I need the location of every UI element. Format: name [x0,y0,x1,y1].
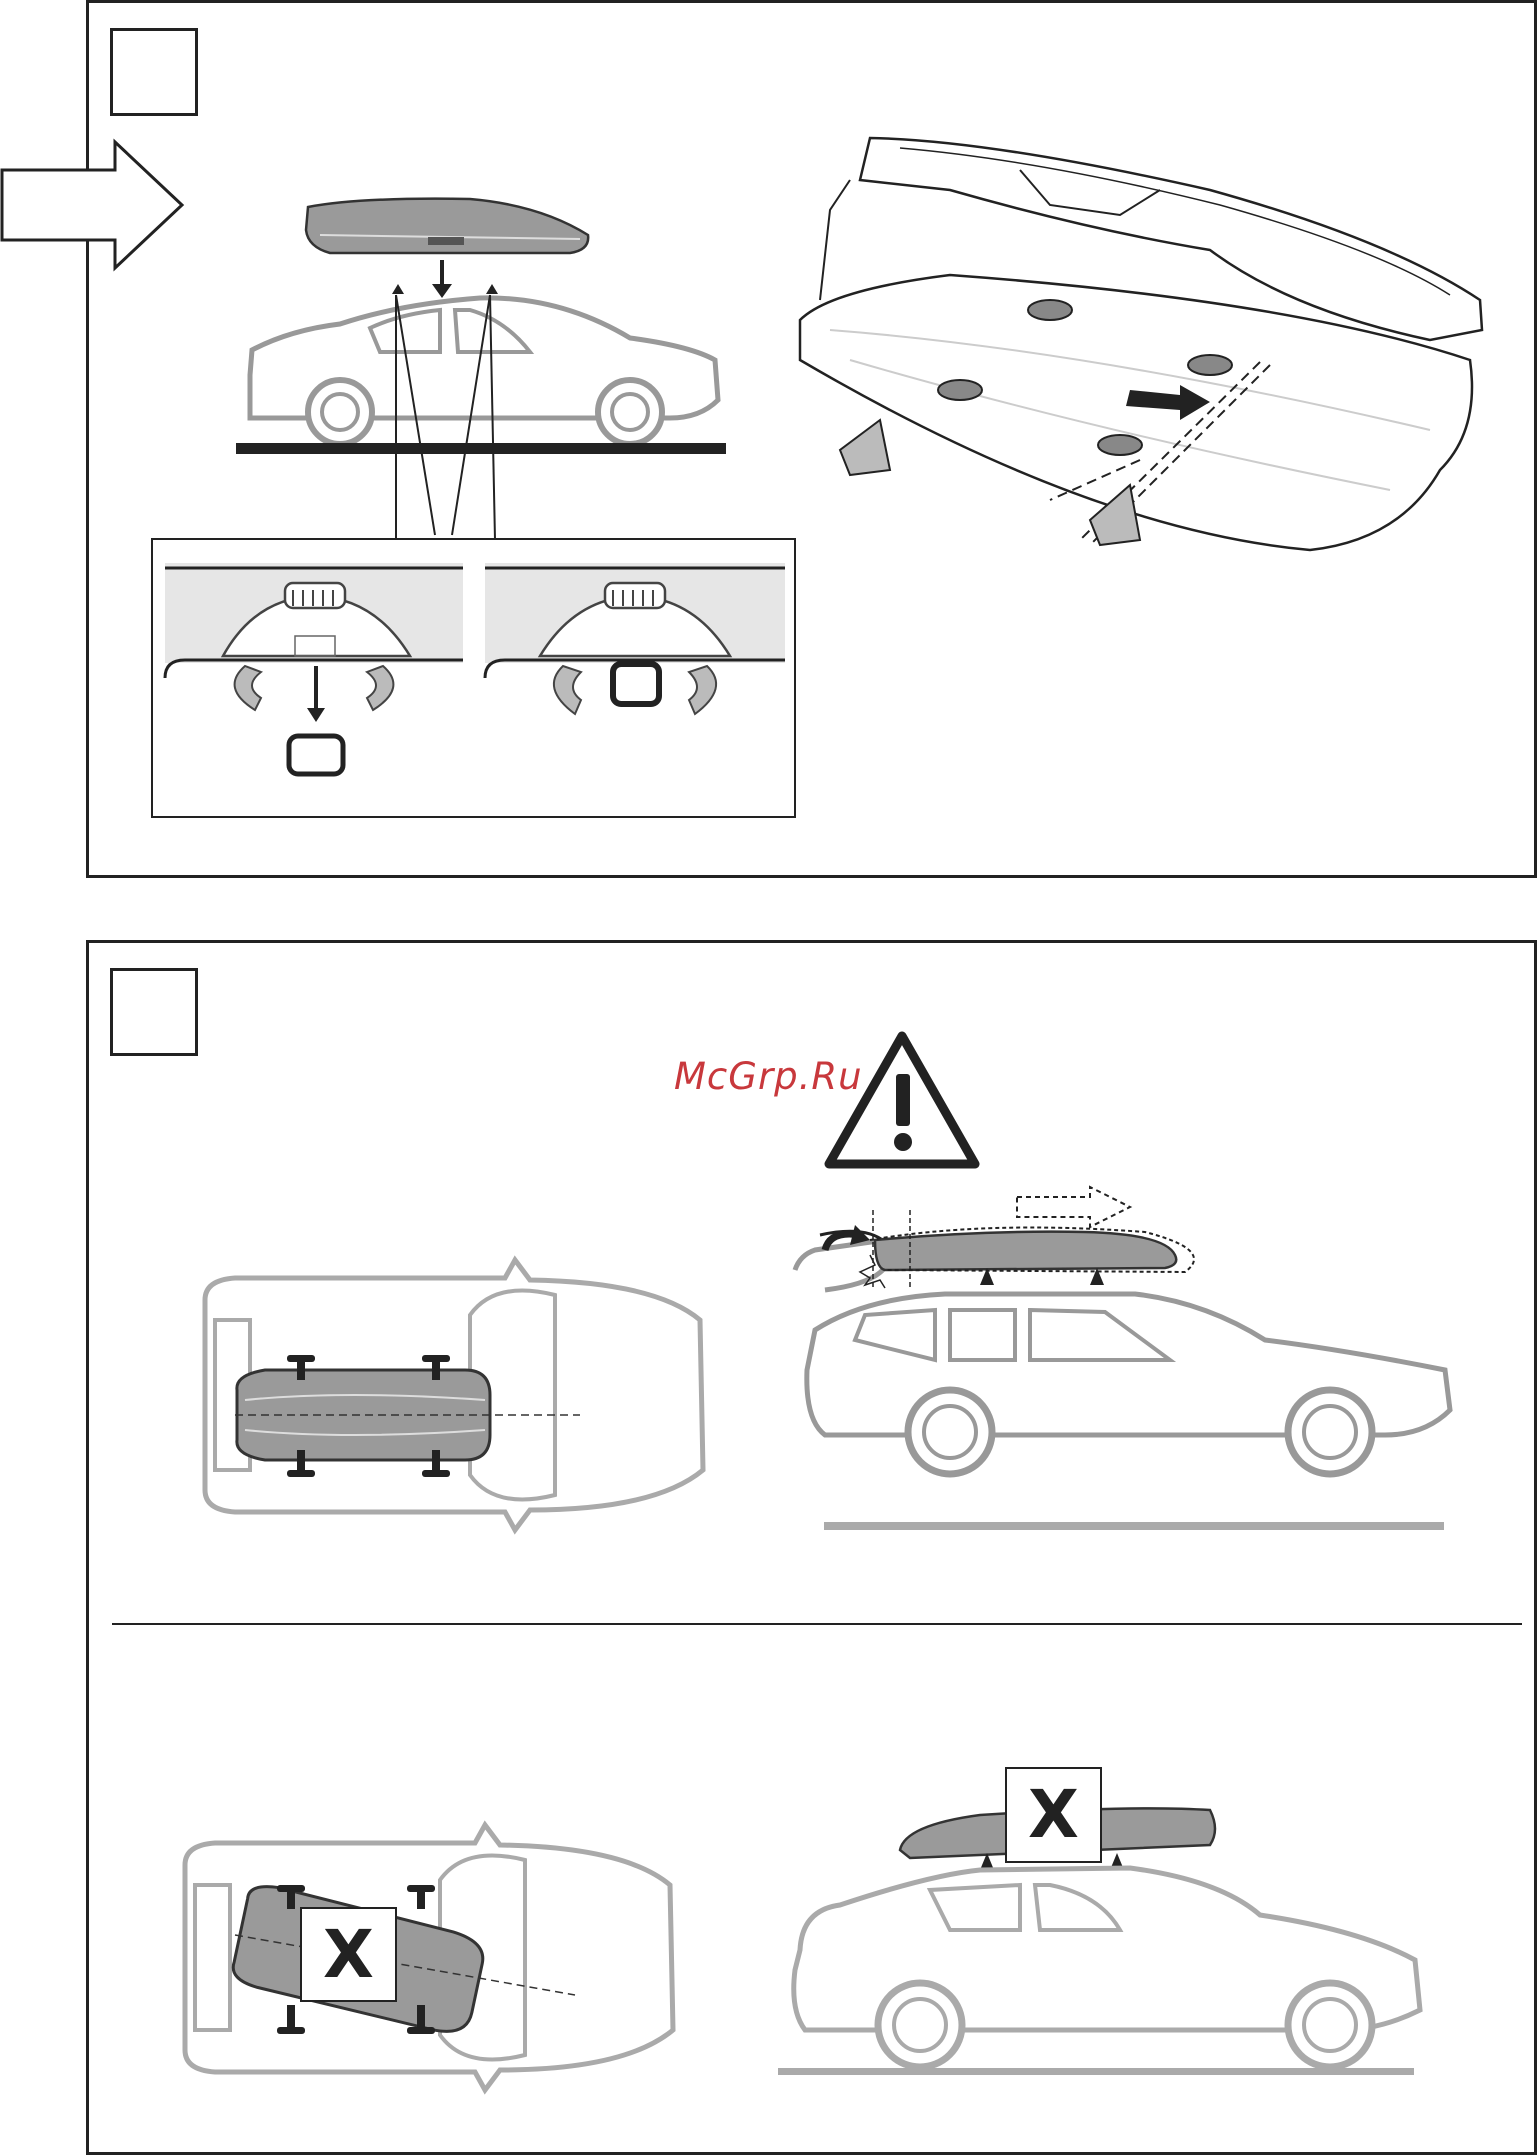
step-number-box-1 [110,28,198,116]
open-roof-box-icon [790,130,1490,560]
cross-icon: X [323,1922,374,1988]
callout-lines [390,295,510,540]
arrow-right-icon [0,140,190,270]
clamp-knob-closed-icon [485,548,785,788]
section-divider [112,1623,1522,1625]
clamp-knob-icon [165,548,465,788]
ground-line-sedan [778,2068,1414,2075]
incorrect-marker-1: X [300,1907,397,2002]
step-number-1 [113,31,195,113]
car-top-icon [195,1260,710,1530]
roof-box-icon [300,195,600,260]
step-number-box-2 [110,968,198,1056]
sedan-side-incorrect-icon [780,1790,1430,2080]
cross-icon: X [1028,1782,1079,1848]
incorrect-marker-2: X [1005,1767,1102,1863]
car-top-incorrect-icon [175,1825,680,2090]
step-number-2 [113,971,195,1053]
estate-car-side-icon [785,1210,1455,1540]
ground-line-estate [824,1522,1444,1530]
warning-triangle-icon [825,1030,980,1170]
